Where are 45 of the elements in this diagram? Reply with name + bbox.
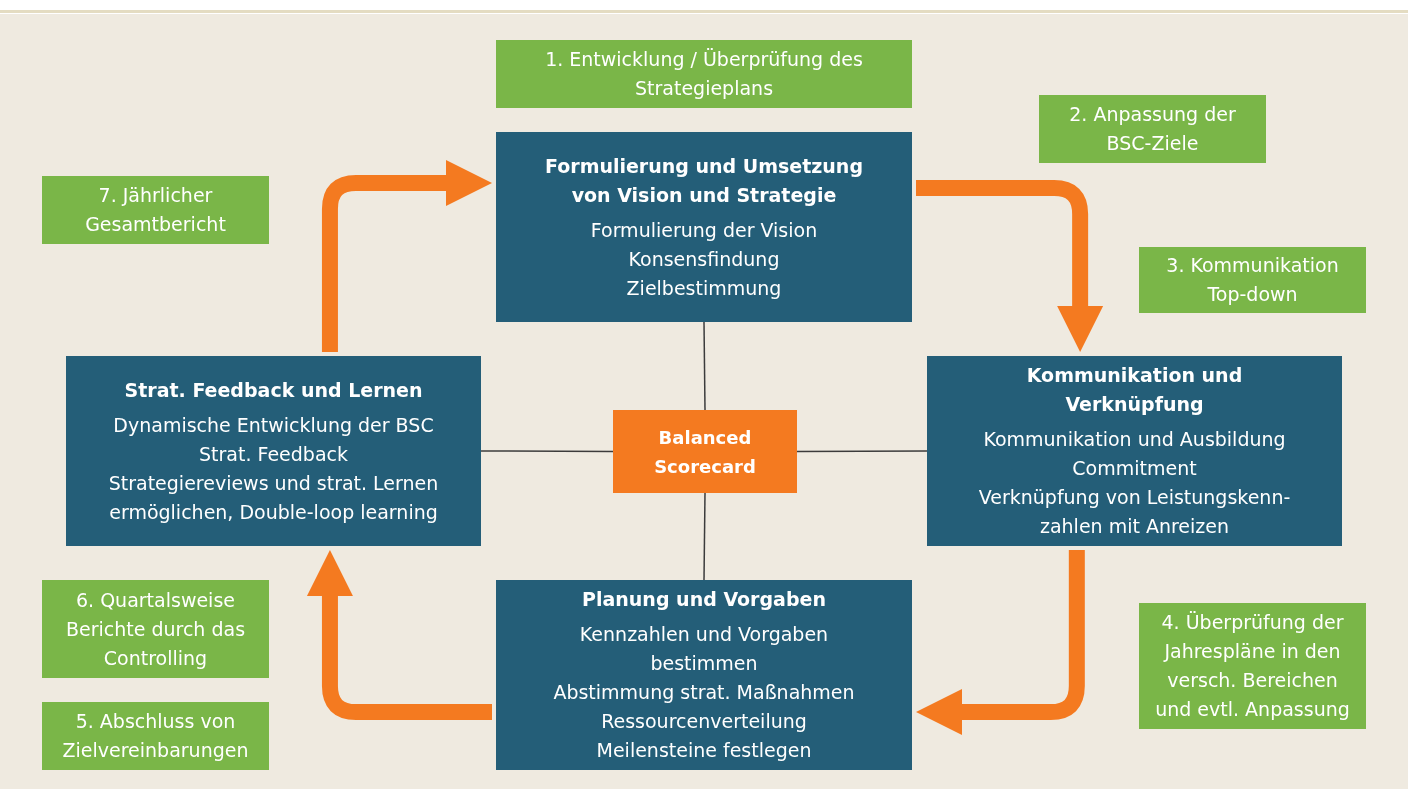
item-text: Kennzahlen und Vorgaben bestimmen	[578, 622, 830, 676]
step-box	[42, 702, 269, 770]
step-box	[42, 176, 269, 244]
item-text: Strategiereviews und strat. Lernen ermöglichen, Double-loop learning	[107, 470, 440, 525]
item-text: Commitment	[1072, 456, 1197, 481]
item-text: Formulierung der Vision	[590, 217, 818, 243]
process-box	[66, 356, 481, 546]
step-text: 5. Abschluss von Zielvereinbarungen	[61, 709, 250, 763]
connector-line	[703, 492, 706, 581]
item-text: Meilensteine festlegen	[596, 738, 812, 763]
step-text: 7. Jährlicher Gesamtbericht	[84, 183, 227, 237]
process-box	[927, 356, 1342, 546]
step-text: 1. Entwicklung / Überprüfung des Strategieplans	[544, 47, 864, 101]
item-text: Ressourcenverteilung	[601, 709, 807, 734]
heading-text: Planung und Vorgaben	[582, 587, 826, 612]
step-text: 4. Überprüfung der Jahrespläne in den versch. Bereichen und evtl. Anpassung	[1154, 610, 1351, 722]
cycle-arrow	[321, 159, 492, 352]
center-box	[613, 410, 797, 493]
heading-text: Strat. Feedback und Lernen	[124, 377, 423, 403]
heading-text: Formulierung und Umsetzung von Vision und Strategie	[544, 153, 864, 208]
item-text: Kommunikation und Ausbildung	[983, 427, 1286, 452]
cycle-arrow	[916, 550, 1085, 736]
center-label: Balanced Scorecard	[653, 425, 757, 479]
connector-line	[796, 450, 928, 453]
step-text: 3. Kommunikation Top-down	[1165, 253, 1340, 307]
process-box	[496, 580, 912, 770]
item-text: Strat. Feedback	[199, 441, 348, 467]
item-text: Konsensfindung	[628, 246, 780, 272]
step-box	[42, 580, 269, 678]
item-text: Abstimmung strat. Maßnahmen	[553, 680, 855, 705]
connector-line	[703, 321, 706, 411]
step-box	[1139, 247, 1366, 313]
step-box	[496, 40, 912, 108]
item-text: Zielbestimmung	[626, 275, 782, 301]
step-box	[1039, 95, 1266, 163]
step-box	[1139, 603, 1366, 729]
connector-line	[480, 450, 614, 453]
item-text: Dynamische Entwicklung der BSC	[113, 412, 434, 438]
cycle-arrow	[306, 550, 492, 721]
heading-text: Kommunikation und Verknüpfung	[1025, 363, 1244, 417]
step-text: 2. Anpassung der BSC-Ziele	[1068, 102, 1237, 156]
item-text: Verknüpfung von Leistungskenn- zahlen mit Anreizen	[977, 485, 1292, 539]
cycle-arrow	[916, 180, 1104, 352]
step-text: 6. Quartalsweise Berichte durch das Controlling	[64, 587, 247, 671]
process-box	[496, 132, 912, 322]
